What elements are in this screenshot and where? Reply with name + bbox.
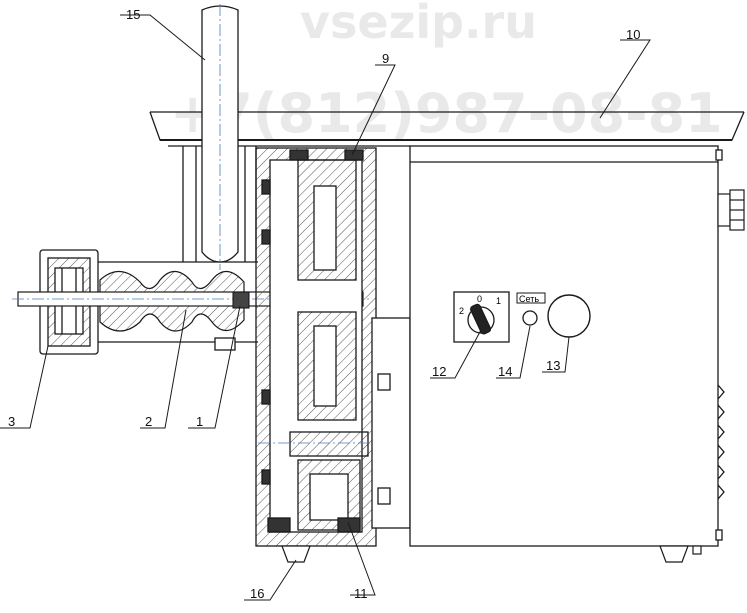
callout-3: 3	[8, 414, 15, 429]
ventilation-louvers	[717, 384, 725, 500]
callout-13: 13	[546, 358, 560, 373]
motor-body	[409, 145, 723, 547]
rotary-switch	[453, 291, 510, 343]
watermark-site: vsezip.ru	[300, 0, 537, 49]
feet	[281, 545, 702, 563]
gearbox-housing	[255, 147, 377, 547]
callout-14: 14	[498, 364, 512, 379]
indicator-label: Сеть	[519, 294, 539, 304]
leader-lines	[0, 14, 651, 601]
callout-1: 1	[196, 414, 203, 429]
switch-label-0: 0	[477, 294, 482, 304]
start-button	[547, 294, 591, 338]
callout-12: 12	[432, 364, 446, 379]
switch-label-1: 1	[496, 296, 501, 306]
callout-11: 11	[354, 586, 368, 601]
callout-15: 15	[126, 7, 140, 22]
mounting-plate	[371, 317, 411, 529]
callout-16: 16	[250, 586, 264, 601]
indicator-label-plate	[516, 292, 546, 304]
callout-9: 9	[382, 51, 389, 66]
switch-label-2: 2	[459, 306, 464, 316]
callout-10: 10	[626, 27, 640, 42]
callout-2: 2	[145, 414, 152, 429]
bushing	[232, 291, 250, 309]
power-indicator-lamp	[522, 310, 538, 326]
watermark-phone: +7(812)987-08-81	[170, 82, 723, 145]
cable-gland	[717, 189, 745, 231]
